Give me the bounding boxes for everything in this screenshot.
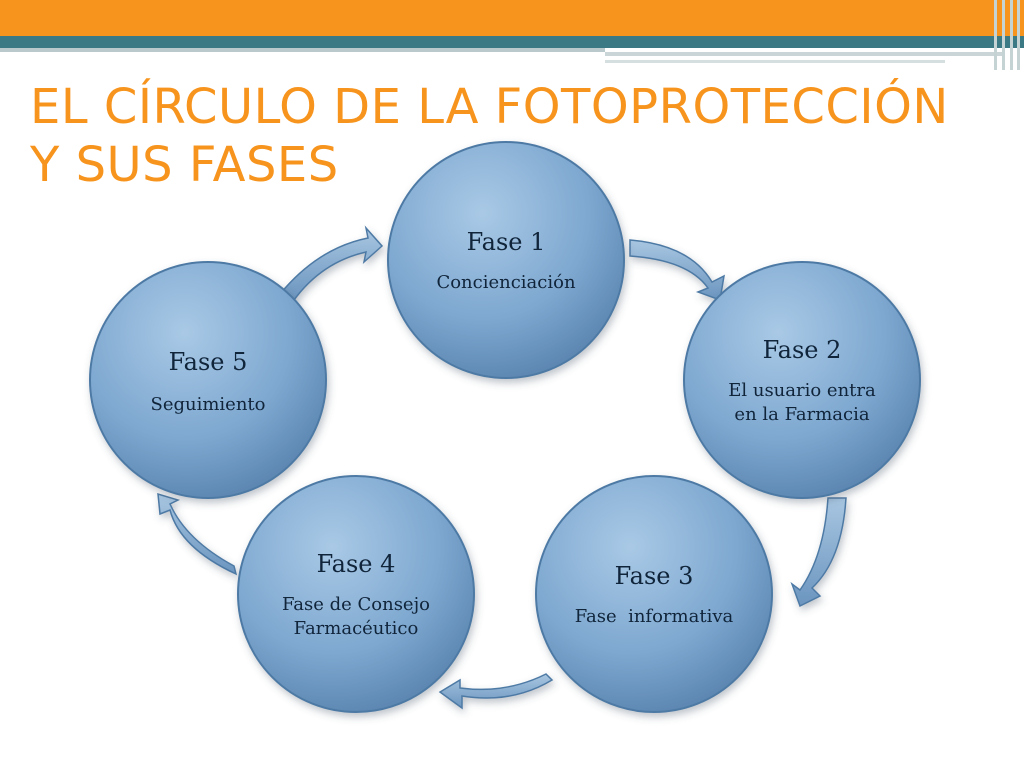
arrow-2-to-3 (790, 497, 847, 608)
arrow-3-to-4 (438, 673, 554, 710)
arrow-5-to-1 (278, 225, 384, 301)
phase-3-text: Fase informativa (575, 606, 734, 627)
phase-2-text-line-1: El usuario entra (728, 380, 876, 401)
corner-stripe (994, 0, 997, 70)
phase-4-text-line-2: Farmacéutico (294, 618, 419, 639)
grey-band (0, 48, 605, 52)
title-line-1: EL CÍRCULO DE LA FOTOPROTECCIÓN (30, 79, 949, 135)
corner-stripe (1010, 0, 1013, 70)
phase-3-heading: Fase 3 (615, 562, 694, 590)
teal-band (0, 36, 1024, 48)
phase-4-text-line-1: Fase de Consejo (282, 594, 430, 615)
phase-2-circle (683, 261, 921, 499)
phase-2-text-line-2: en la Farmacia (734, 404, 869, 425)
phase-5-text: Seguimiento (151, 394, 266, 415)
phase-1-heading: Fase 1 (467, 228, 546, 256)
grey-band (605, 60, 945, 63)
phase-1-circle (387, 141, 625, 379)
corner-stripe (1017, 0, 1020, 70)
phase-1-text: Concienciación (436, 272, 576, 293)
phase-5-heading: Fase 5 (169, 348, 248, 376)
arrow-4-to-5 (157, 492, 238, 576)
phase-4-circle (237, 475, 475, 713)
title-line-2: Y SUS FASES (30, 137, 339, 193)
corner-stripe (1002, 0, 1005, 70)
phase-2-heading: Fase 2 (763, 336, 842, 364)
grey-band (605, 52, 1005, 56)
phase-3-circle (535, 475, 773, 713)
slide-title: EL CÍRCULO DE LA FOTOPROTECCIÓN Y SUS FA… (30, 78, 990, 194)
top-orange-band (0, 0, 1024, 36)
phase-4-heading: Fase 4 (317, 550, 396, 578)
arrow-1-to-2 (629, 239, 725, 302)
phase-5-circle (89, 261, 327, 499)
